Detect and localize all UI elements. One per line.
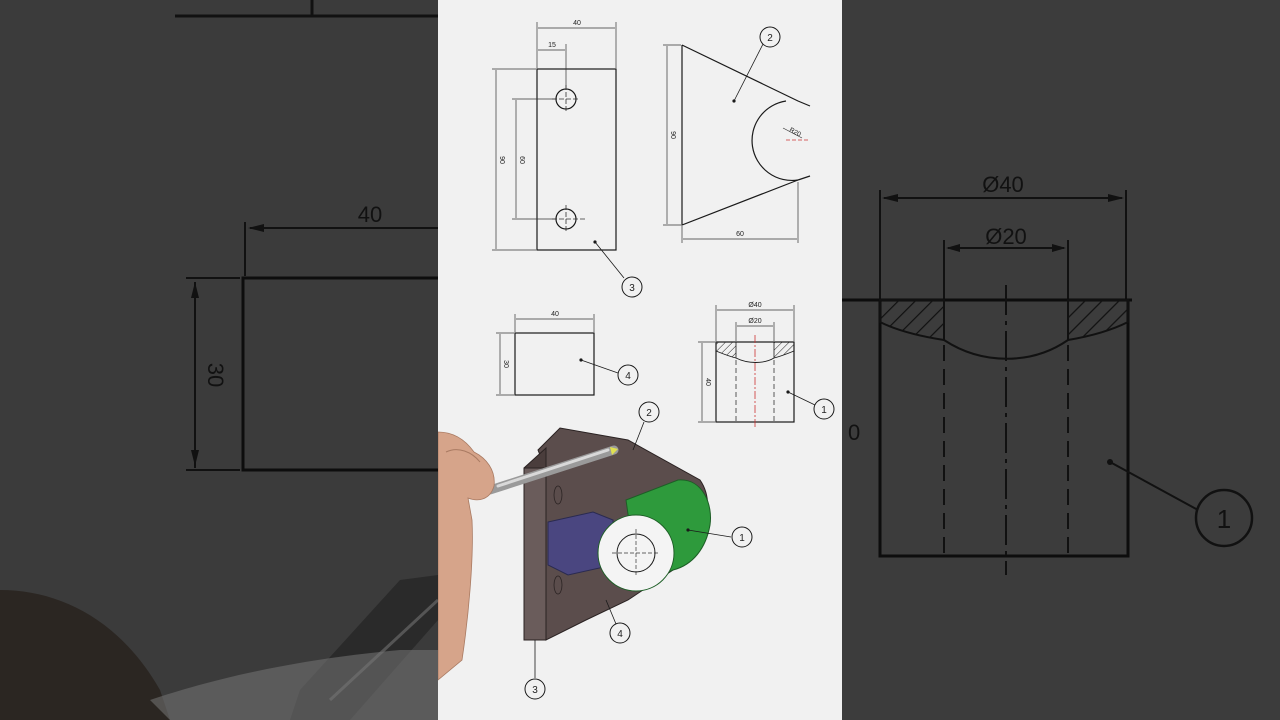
part1-view: Ø40 Ø20 40 1	[698, 302, 835, 428]
part1-hatch-left	[715, 341, 737, 359]
svg-text:3: 3	[532, 685, 538, 696]
right-part1-outline	[878, 298, 1130, 558]
iso-balloon-1	[731, 526, 753, 548]
iso-part3-plate	[523, 467, 547, 641]
part3-offset-label: 15	[548, 42, 556, 49]
svg-text:1: 1	[739, 533, 745, 544]
part4-width-label: 40	[551, 311, 559, 318]
part2-balloon	[759, 26, 781, 48]
left-part4-outline	[241, 276, 438, 472]
left-width-label: 40	[358, 202, 382, 227]
iso-part3-hole-top	[553, 485, 563, 505]
iso-balloon-4	[609, 622, 631, 644]
part1-outer-label: Ø40	[748, 302, 761, 309]
part1-hatch-right	[773, 341, 795, 359]
part1-inner-label: Ø20	[748, 318, 761, 325]
iso-part3-hole-bottom	[553, 575, 563, 595]
right-blurred-background: Ø40 Ø20 1 0	[842, 0, 1280, 720]
svg-text:1: 1	[821, 405, 827, 416]
isometric-assembly: 2 1 4 3	[523, 401, 753, 700]
left-blurred-drawing: 40 30	[0, 0, 438, 720]
part2-width-label: 60	[736, 231, 744, 238]
svg-text:1: 1	[1217, 504, 1231, 534]
part2-view: R20 90 60 2	[663, 26, 811, 243]
part4-height-label: 30	[502, 360, 509, 368]
part4-balloon	[617, 364, 639, 386]
right-balloon-1	[1194, 488, 1254, 548]
right-hatch-right	[1067, 299, 1129, 342]
part1-height-label: 40	[704, 378, 711, 386]
part1-balloon	[813, 398, 835, 420]
left-blurred-background: 40 30	[0, 0, 438, 720]
part3-view: 40 15 90 60 3	[492, 20, 643, 298]
right-outer-diameter-label: Ø40	[982, 172, 1024, 197]
iso-balloon-3	[524, 678, 546, 700]
part3-height-label: 90	[498, 156, 505, 164]
svg-text:2: 2	[767, 33, 773, 44]
part3-hole-spacing-label: 60	[518, 156, 525, 164]
technical-drawing: 40 15 90 60 3 R20	[438, 20, 835, 700]
pen-tip	[610, 447, 618, 455]
part4-view: 40 30 4	[496, 311, 639, 396]
left-height-label: 30	[203, 363, 228, 387]
hand	[438, 431, 495, 681]
svg-text:4: 4	[617, 629, 623, 640]
part3-balloon	[621, 276, 643, 298]
svg-text:3: 3	[629, 283, 635, 294]
drawing-sheet: 40 15 90 60 3 R20	[438, 0, 842, 720]
svg-text:2: 2	[646, 408, 652, 419]
right-inner-diameter-label: Ø20	[985, 224, 1027, 249]
right-partial-digit: 0	[848, 420, 860, 445]
hand-with-pen	[438, 431, 619, 681]
part3-width-label: 40	[573, 20, 581, 27]
iso-balloon-2	[638, 401, 660, 423]
left-hand-blur	[0, 590, 170, 720]
part2-height-label: 90	[669, 131, 676, 139]
right-blurred-drawing: Ø40 Ø20 1 0	[842, 0, 1280, 720]
part2-radius-label: R20	[788, 127, 802, 139]
svg-text:4: 4	[625, 371, 631, 382]
right-hatch-left	[879, 299, 945, 342]
part2-radius-arc	[751, 100, 799, 182]
